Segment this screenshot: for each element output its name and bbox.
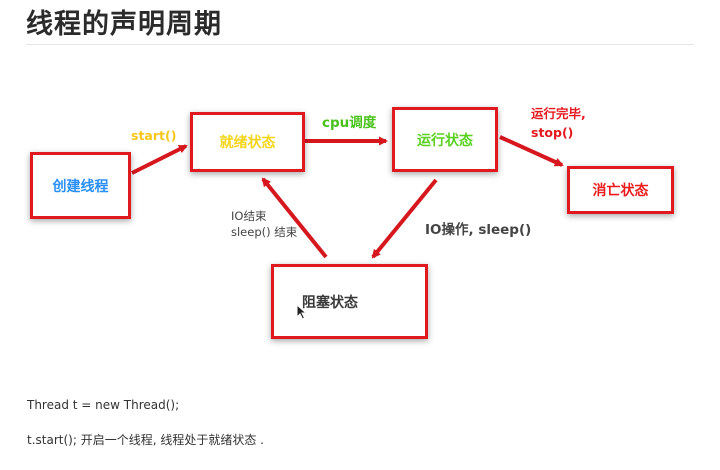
transition-finish-line1: 运行完毕,	[531, 106, 586, 121]
state-create-label: 创建线程	[52, 178, 109, 195]
state-dead: 消亡状态	[567, 166, 674, 214]
state-create-thread: 创建线程	[30, 152, 131, 219]
code-line-2: t.start(); 开启一个线程, 线程处于就绪状态 .	[27, 433, 264, 447]
code-line-1: Thread t = new Thread();	[27, 398, 180, 412]
transition-io-op-label: IO操作, sleep()	[425, 222, 532, 238]
arrow-create-to-ready	[131, 144, 188, 175]
transition-start-label: start()	[131, 128, 177, 143]
state-ready: 就绪状态	[190, 112, 305, 172]
transition-finish-line2: stop()	[531, 125, 574, 140]
state-dead-label: 消亡状态	[592, 183, 649, 199]
transition-io-end-line2: sleep() 结束	[231, 225, 298, 239]
transition-io-end-label: IO结束 sleep() 结束	[231, 208, 297, 240]
arrow-running-to-dead	[499, 135, 564, 167]
transition-finish-label: 运行完毕, stop()	[531, 104, 586, 142]
title-divider	[26, 44, 694, 45]
state-running: 运行状态	[392, 107, 498, 172]
mouse-cursor-icon	[296, 304, 308, 320]
transition-io-end-line1: IO结束	[231, 209, 267, 223]
state-ready-label: 就绪状态	[219, 135, 276, 151]
page-title: 线程的声明周期	[26, 9, 222, 40]
transition-cpu-label: cpu调度	[322, 115, 377, 131]
state-running-label: 运行状态	[417, 132, 473, 149]
state-blocked: 阻塞状态	[271, 264, 428, 339]
arrow-blocked-to-ready	[261, 177, 328, 259]
arrow-running-to-blocked	[371, 178, 438, 259]
state-blocked-label: 阻塞状态	[302, 294, 358, 311]
